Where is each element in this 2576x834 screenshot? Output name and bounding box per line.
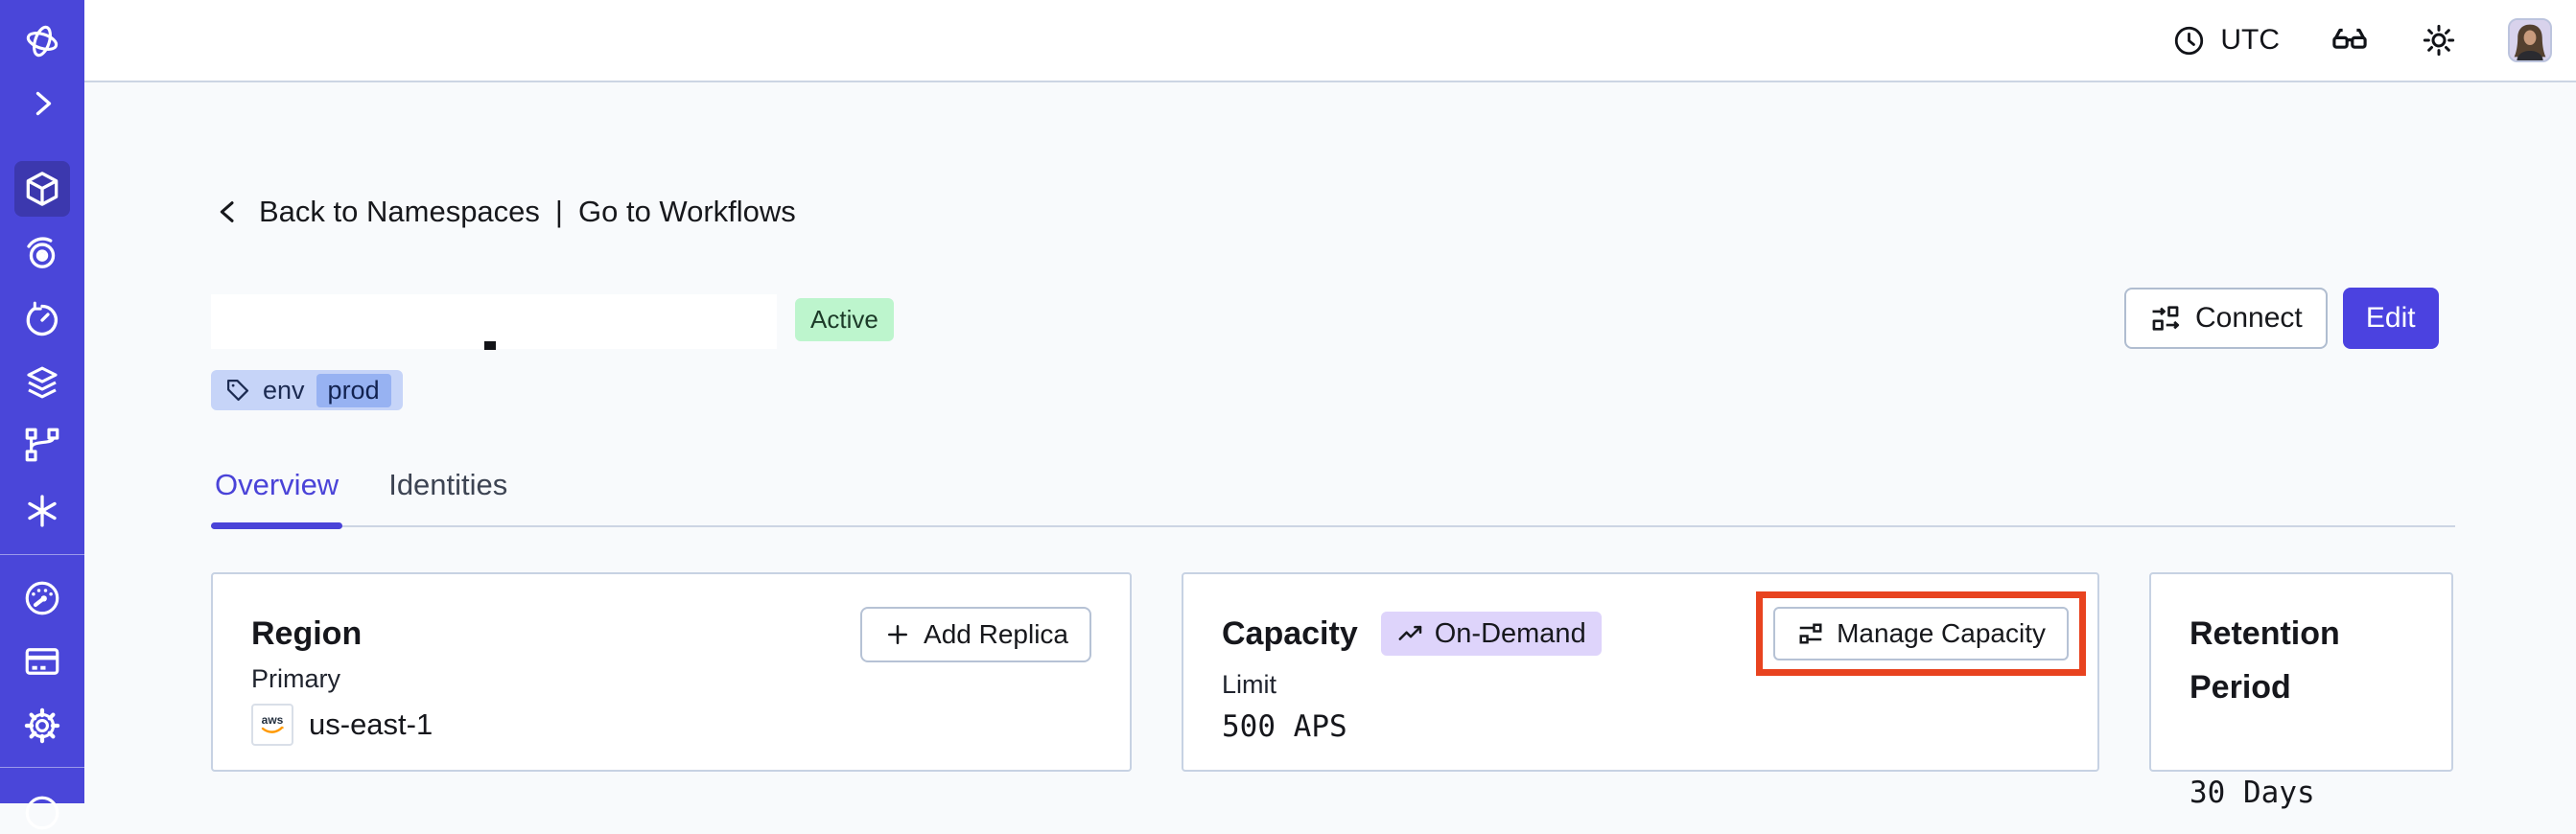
timezone-button[interactable]: UTC <box>2171 23 2280 58</box>
tag-key: env <box>263 375 305 405</box>
retention-card: Retention Period 30 Days <box>2149 572 2453 810</box>
tab-identities[interactable]: Identities <box>388 468 508 501</box>
sidebar-item-usage[interactable] <box>21 577 63 619</box>
sliders-icon <box>1799 623 1822 644</box>
tag-icon <box>226 379 249 402</box>
overview-cards: Region Add Replica Primary aws <box>211 572 2455 810</box>
title-text-artifact <box>484 341 496 350</box>
sidebar-item-billing[interactable] <box>21 640 63 683</box>
back-to-namespaces-link[interactable]: Back to Namespaces <box>259 195 540 228</box>
sidebar-item-settings[interactable] <box>21 705 63 747</box>
add-replica-button[interactable]: Add Replica <box>860 607 1091 662</box>
namespace-tag[interactable]: env prod <box>211 370 403 410</box>
accessibility-glasses-button[interactable] <box>2330 20 2370 60</box>
edit-button[interactable]: Edit <box>2342 288 2439 349</box>
header-actions: Connect Edit <box>2124 288 2439 349</box>
sidebar-item-deployments[interactable] <box>21 361 63 404</box>
region-card: Region Add Replica Primary aws <box>211 572 1132 772</box>
go-to-workflows-link[interactable]: Go to Workflows <box>577 195 796 228</box>
region-primary-label: Primary <box>251 664 340 693</box>
trending-up-icon <box>1398 625 1421 640</box>
tag-value: prod <box>316 373 391 407</box>
avatar-image <box>2510 20 2550 60</box>
capacity-card-title: Capacity <box>1222 615 1358 652</box>
cube-icon <box>26 172 59 206</box>
retention-card-title: Retention Period <box>2190 615 2340 706</box>
sidebar-divider <box>0 554 84 555</box>
top-bar: UTC <box>84 0 2576 82</box>
plus-icon <box>888 625 908 644</box>
connect-button[interactable]: Connect <box>2124 288 2328 349</box>
status-badge: Active <box>795 298 894 341</box>
region-card-title: Region <box>251 615 363 652</box>
on-demand-badge-label: On-Demand <box>1434 617 1586 649</box>
sidebar-item-nexus[interactable] <box>21 424 63 466</box>
manage-capacity-label: Manage Capacity <box>1837 618 2046 648</box>
tab-overview[interactable]: Overview <box>211 468 343 529</box>
capacity-value: 500 APS <box>1222 709 1347 744</box>
breadcrumb-separator: | <box>554 195 563 228</box>
sidebar-item-support[interactable] <box>21 792 63 834</box>
tab-bar: Overview Identities <box>211 468 2455 529</box>
connect-button-label: Connect <box>2195 302 2303 334</box>
svg-text:aws: aws <box>262 713 284 727</box>
glasses-icon <box>2332 28 2367 49</box>
sidebar-item-batch-operations[interactable] <box>21 490 63 532</box>
sun-icon <box>2423 24 2455 57</box>
region-value: us-east-1 <box>309 707 433 741</box>
sidebar-item-workflows[interactable] <box>21 232 63 274</box>
sidebar-expand-chevron-icon[interactable] <box>21 82 63 125</box>
user-avatar[interactable] <box>2508 18 2552 62</box>
connect-icon <box>2152 306 2180 331</box>
aws-provider-icon: aws <box>251 704 293 746</box>
theme-toggle-button[interactable] <box>2420 21 2458 59</box>
add-replica-label: Add Replica <box>924 619 1068 649</box>
sidebar-item-schedules[interactable] <box>21 299 63 341</box>
capacity-card: Capacity On-Demand Manage Ca <box>1182 572 2099 772</box>
sidebar-item-namespaces[interactable] <box>14 161 70 217</box>
sidebar-divider <box>0 767 84 768</box>
annotation-highlight-box: Manage Capacity <box>1756 591 2086 676</box>
manage-capacity-button[interactable]: Manage Capacity <box>1773 607 2069 660</box>
retention-value: 30 Days <box>2190 776 2315 810</box>
on-demand-badge: On-Demand <box>1380 612 1602 656</box>
capacity-limit-label: Limit <box>1222 670 1277 699</box>
chevron-left-icon <box>220 201 234 222</box>
sidebar <box>0 0 84 830</box>
namespace-title-redacted <box>211 294 777 349</box>
clock-icon <box>2175 26 2204 55</box>
timezone-label: UTC <box>2220 24 2280 56</box>
breadcrumb: Back to Namespaces | Go to Workflows <box>213 195 796 229</box>
temporal-logo-icon[interactable] <box>21 20 63 62</box>
